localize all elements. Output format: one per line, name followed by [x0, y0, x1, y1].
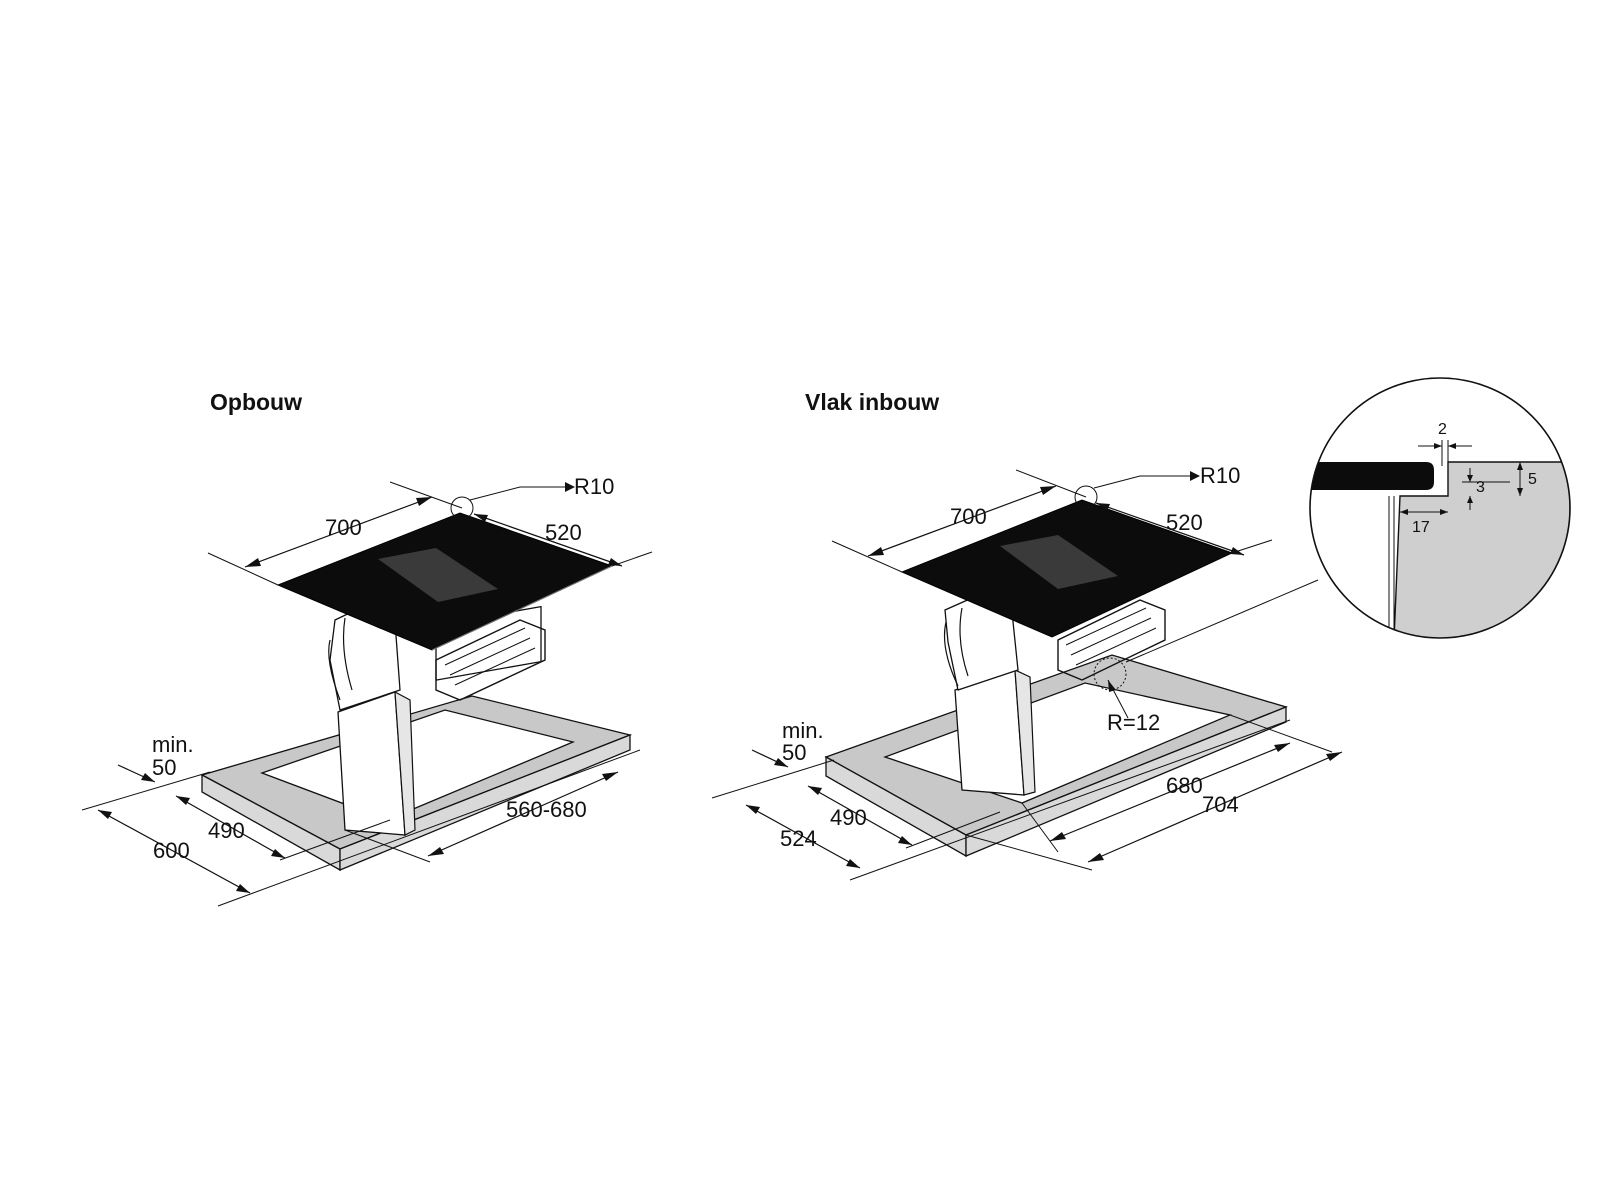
right-rebate-depth-dimension: 524 — [745, 719, 1291, 881]
left-radius-callout: R10 — [450, 474, 614, 520]
left-view-title: Opbouw — [210, 389, 302, 415]
right-countertop-frame — [824, 654, 1288, 858]
right-width-label: 700 — [950, 504, 987, 529]
detail-depth3-label: 3 — [1476, 479, 1485, 496]
left-cutout-width-dimension: 560-680 — [344, 771, 619, 863]
left-countertop-frame — [200, 695, 633, 872]
right-depth-dimension: 520 — [1095, 502, 1273, 556]
right-radius-label: R10 — [1200, 463, 1240, 488]
right-view-title: Vlak inbouw — [805, 389, 939, 415]
right-cutout-width-label: 680 — [1166, 773, 1203, 798]
left-depth-dimension: 520 — [473, 513, 653, 567]
right-rebate-depth-label: 524 — [780, 826, 817, 851]
right-width-dimension: 700 — [831, 469, 1087, 573]
detail-ledge-label: 17 — [1412, 519, 1430, 536]
detail-gap-label: 2 — [1438, 421, 1447, 438]
left-min-value: 50 — [152, 755, 176, 780]
right-min-label: min. — [782, 718, 824, 743]
left-view: Opbouw R1 — [81, 389, 653, 907]
right-min-value: 50 — [782, 740, 806, 765]
right-extractor-body — [943, 597, 1166, 796]
left-counter-depth-dimension: 600 — [97, 749, 641, 907]
left-min-label: min. — [152, 732, 194, 757]
left-width-label: 700 — [325, 515, 362, 540]
left-radius-label: R10 — [574, 474, 614, 499]
left-cutout-width-label: 560-680 — [506, 797, 587, 822]
right-corner-radius-label: R=12 — [1107, 710, 1160, 735]
right-cutout-depth-dimension: 490 — [807, 785, 1001, 849]
detail-depth5-label: 5 — [1528, 471, 1537, 488]
left-depth-label: 520 — [545, 520, 582, 545]
left-counter-depth-label: 600 — [153, 838, 190, 863]
left-width-dimension: 700 — [207, 481, 463, 586]
right-cutout-width-dimension: 680 — [1021, 714, 1333, 853]
right-rebate-width-dimension: 704 — [965, 751, 1343, 871]
left-min-dimension: min. 50 — [81, 732, 211, 811]
right-radius-callout: R10 — [1074, 463, 1240, 509]
right-corner-radius-callout: R=12 — [1093, 657, 1160, 735]
right-depth-label: 520 — [1166, 510, 1203, 535]
left-cutout-depth-label: 490 — [208, 818, 245, 843]
left-cutout-depth-dimension: 490 — [175, 795, 391, 861]
right-rebate-width-label: 704 — [1202, 792, 1239, 817]
detail-leader-line — [1125, 579, 1319, 663]
rebate-detail-view: 2 3 5 17 — [1309, 377, 1571, 639]
right-view: Vlak inbouw R10 — [711, 389, 1343, 881]
right-cutout-depth-label: 490 — [830, 805, 867, 830]
right-min-dimension: min. 50 — [711, 718, 835, 799]
